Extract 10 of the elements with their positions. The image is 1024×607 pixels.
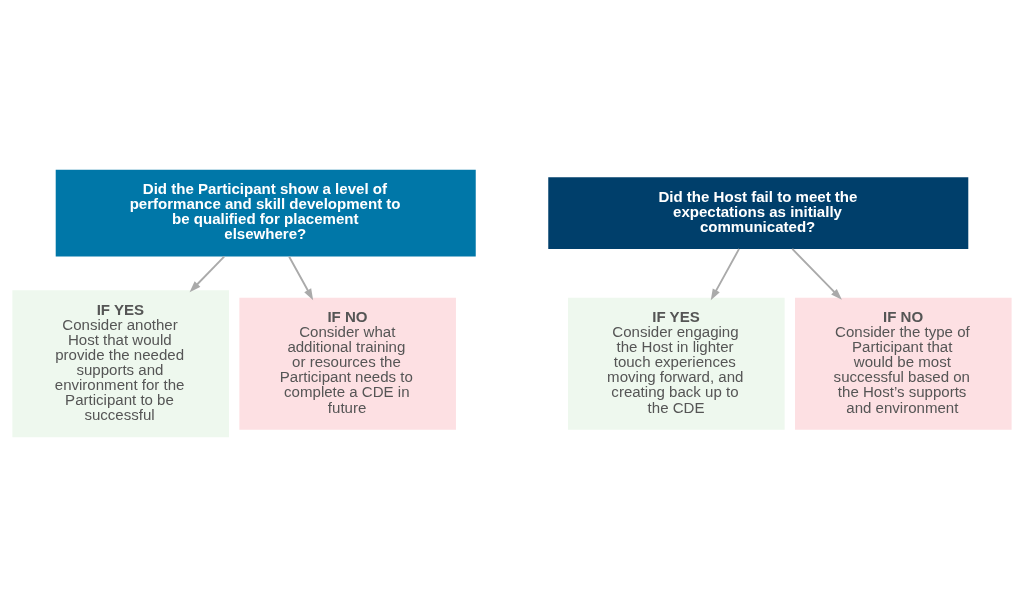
arrow (710, 247, 740, 301)
node-box: Did the Host fail to meet the expectations as initially communicated? (548, 177, 969, 249)
node-box: Did the Participant show a level of performance and skill development to be qualified for placement elsewhere? (55, 169, 476, 257)
node-box: IF YES Consider another Host that would provide the needed supports and environment for the Participant to be successful (12, 290, 229, 438)
arrow (189, 255, 226, 293)
arrow (791, 247, 842, 300)
node-box: IF NO Consider what additional training or resources the Participant needs to complete a CDE in future (239, 297, 456, 430)
arrow (288, 255, 314, 301)
node-box: IF YES Consider engaging the Host in lighter touch experiences moving forward, and creating back up to the CDE (568, 297, 785, 430)
node-box: IF NO Consider the type of Participant that would be most successful based on the Host’s supports and environment (795, 297, 1012, 430)
